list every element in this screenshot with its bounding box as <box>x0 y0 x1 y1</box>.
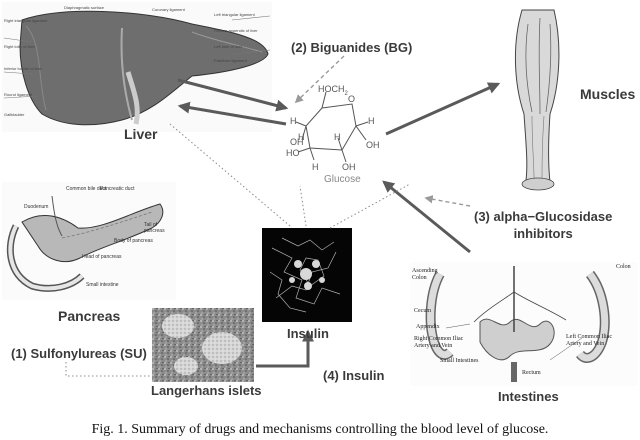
glucose-label: Glucose <box>324 174 361 185</box>
sulfonylureas-label: (1) Sulfonylureas (SU) <box>11 346 147 361</box>
langerhans-islets-label: Langerhans islets <box>151 383 262 398</box>
liver-annotation: Left triangular ligament <box>214 12 255 17</box>
glucose-ho: HO <box>286 148 300 158</box>
arrow-glucose-to-muscles <box>385 82 501 136</box>
glucose-oh: OH <box>366 140 380 150</box>
liver-annotations: Diaphragmatic surface Coronary ligament … <box>2 2 272 132</box>
intestine-annotation: Left Common Iliac Artery and Vein <box>566 334 612 347</box>
liver-annotation: Coronary ligament <box>152 7 185 12</box>
intestine-annotation: Appendix <box>416 324 440 330</box>
liver-label: Liver <box>124 126 158 142</box>
pancreas-label: Pancreas <box>58 308 121 324</box>
intestine-annotation: Colon <box>616 264 631 270</box>
glucose-structure <box>295 91 369 163</box>
glucose-ring-o: O <box>348 94 355 104</box>
pancreas-annotation: Tail of pancreas <box>144 222 165 234</box>
muscles-illustration <box>500 4 570 194</box>
arrow-intestines-to-glucose <box>382 180 471 254</box>
liver-illustration: Diaphragmatic surface Coronary ligament … <box>2 2 272 132</box>
figure-caption: Fig. 1. Summary of drugs and mechanisms … <box>91 422 549 437</box>
intestines-label: Intestines <box>498 389 559 404</box>
intestine-annotation: Cecum <box>414 308 431 314</box>
glucose-h: H <box>290 116 297 126</box>
liver-annotation: Inferior border of liver <box>4 66 43 71</box>
alpha-glucosidase-label: (3) alpha−Glucosidase inhibitors <box>474 208 612 242</box>
glucose-h: H <box>368 116 375 126</box>
dotted-insulin-to-glucose <box>299 185 307 227</box>
arrow-biguanides <box>294 55 345 104</box>
glucose-oh: OH <box>290 137 304 147</box>
glucose-h: H <box>312 162 319 172</box>
pancreas-annotation: Small intestine <box>86 282 119 288</box>
arrow-insulin-secretion <box>256 329 314 368</box>
intestine-annotation: Rectum <box>522 370 541 376</box>
liver-annotation: Left lobe of liver <box>214 44 243 49</box>
pancreas-annotation: Body of pancreas <box>114 238 153 244</box>
arrow-liver-to-glucose <box>177 78 289 112</box>
glucose-oh: OH <box>342 162 356 172</box>
pancreas-annotation: Head of pancreas <box>82 254 122 260</box>
arrow-glucose-to-liver <box>177 101 287 126</box>
alpha-glucosidase-line2: inhibitors <box>513 226 573 241</box>
dotted-insulin-to-liver <box>169 123 291 227</box>
glucose-hoch2: HOCH2 <box>318 84 349 97</box>
intestines-illustration: Ascending Colon Colon Cecum Appendix Rig… <box>410 262 638 386</box>
glucose-h: H <box>298 132 305 142</box>
intestine-annotation: Ascending Colon <box>412 268 438 281</box>
biguanides-label: (2) Biguanides (BG) <box>291 40 413 55</box>
insulin-secretion-label: (4) Insulin <box>323 368 385 383</box>
dotted-insulin-to-muscle <box>329 183 411 229</box>
pancreas-annotation: Duodenum <box>24 204 49 210</box>
liver-annotation: Right lobe of liver <box>4 44 35 49</box>
liver-annotation: Diaphragmatic surface <box>64 5 105 10</box>
liver-annotation: Falciform ligament <box>214 58 247 63</box>
liver-annotation: Gallbladder <box>4 112 25 117</box>
insulin-molecule-image <box>262 228 352 322</box>
liver-annotation: Round ligament <box>4 92 33 97</box>
dotted-sulfonylureas-to-islets <box>65 362 150 377</box>
glucose-h: H <box>334 132 341 142</box>
liver-annotation: Right triangular ligament <box>4 18 48 23</box>
insulin-label: Insulin <box>287 326 329 341</box>
intestine-annotation: Small Intestines <box>440 358 479 364</box>
langerhans-islets-image <box>152 308 254 382</box>
pancreas-annotation: Common bile duct <box>66 186 107 192</box>
pancreas-annotation: Pancreatic duct <box>100 186 135 192</box>
intestine-annotations: Ascending Colon Colon Cecum Appendix Rig… <box>410 262 638 386</box>
alpha-glucosidase-line1: (3) alpha−Glucosidase <box>474 209 613 224</box>
liver-annotation: Fibrous appendix of liver <box>214 28 258 33</box>
intestine-annotation: Right Common Iliac Artery and Vein <box>414 336 464 349</box>
pancreas-illustration: Common bile duct Pancreatic duct Duodenu… <box>2 182 176 300</box>
pancreas-annotations: Common bile duct Pancreatic duct Duodenu… <box>2 182 176 300</box>
arrow-alpha-glucosidase <box>424 195 471 207</box>
muscles-label: Muscles <box>580 86 636 102</box>
